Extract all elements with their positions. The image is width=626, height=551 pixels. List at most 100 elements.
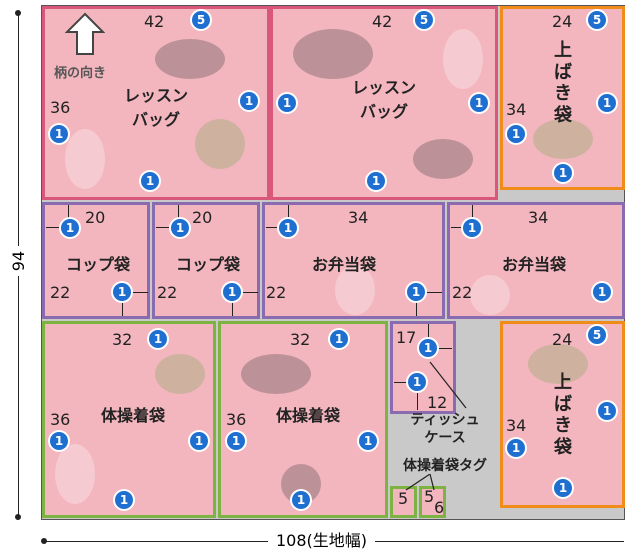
gym-tag-piece-1 bbox=[390, 486, 417, 518]
dim-34-b: 34 bbox=[348, 208, 369, 227]
allowance-badge: 5 bbox=[588, 326, 606, 344]
allowance-badge: 1 bbox=[149, 330, 167, 348]
tissue-tick-h2 bbox=[394, 382, 418, 383]
dim-24-a: 24 bbox=[552, 12, 573, 31]
allowance-badge: 1 bbox=[598, 94, 616, 112]
gym-bag-piece-1 bbox=[42, 321, 216, 518]
lunch1-tick-v bbox=[288, 205, 289, 227]
dim-34-d: 34 bbox=[506, 416, 527, 435]
dim-36-a: 36 bbox=[50, 98, 71, 117]
dim-22-a: 22 bbox=[50, 283, 71, 302]
cup2-tick-v2 bbox=[232, 292, 233, 316]
height-dimension-label: 94 bbox=[4, 246, 34, 276]
width-dimension-left-dot bbox=[41, 538, 47, 544]
allowance-badge: 1 bbox=[593, 283, 611, 301]
uwabaki-bag-piece-1 bbox=[500, 6, 625, 190]
allowance-badge: 1 bbox=[470, 94, 488, 112]
dim-20-b: 20 bbox=[192, 208, 213, 227]
allowance-badge: 1 bbox=[408, 373, 426, 391]
height-dimension-top-dot bbox=[15, 10, 21, 16]
dim-42-b: 42 bbox=[372, 12, 393, 31]
dim-34-c: 34 bbox=[528, 208, 549, 227]
lesson-bag-label-1: レッスン バッグ bbox=[123, 86, 189, 129]
cup2-tick-h bbox=[156, 227, 178, 228]
allowance-badge: 1 bbox=[292, 491, 310, 509]
dim-22-c: 22 bbox=[266, 283, 287, 302]
gym-bag-label-1: 体操着袋 bbox=[100, 406, 166, 425]
lunch2-tick-v bbox=[472, 205, 473, 227]
pattern-direction-label: 柄の向き bbox=[54, 66, 107, 81]
lesson-bag-piece-2 bbox=[270, 6, 498, 200]
gym-bag-piece-2 bbox=[218, 321, 388, 518]
dim-6-tag: 6 bbox=[434, 498, 445, 517]
uwabaki-bag-label-1: 上 ば き 袋 bbox=[554, 40, 572, 126]
tissue-tick-h bbox=[428, 348, 452, 349]
cup2-tick-v bbox=[178, 205, 179, 227]
lunch-bag-label-2: お弁当袋 bbox=[501, 255, 567, 274]
allowance-badge: 1 bbox=[554, 479, 572, 497]
cup1-tick-h bbox=[46, 227, 68, 228]
cup-bag-label-1: コップ袋 bbox=[65, 255, 131, 274]
dim-36-c: 36 bbox=[226, 410, 247, 429]
cup2-tick-h2 bbox=[232, 292, 258, 293]
allowance-badge: 1 bbox=[50, 125, 68, 143]
dim-32-b: 32 bbox=[290, 330, 311, 349]
lesson-bag-label-2: レッスン バッグ bbox=[351, 78, 417, 121]
dim-17: 17 bbox=[396, 328, 417, 347]
height-dimension-bottom-dot bbox=[15, 514, 21, 520]
width-dimension-label: 108(生地幅) bbox=[268, 531, 376, 551]
allowance-badge: 1 bbox=[279, 219, 297, 237]
allowance-badge: 1 bbox=[507, 439, 525, 457]
dim-5-tag-b: 5 bbox=[424, 487, 435, 506]
allowance-badge: 1 bbox=[463, 219, 481, 237]
lunch-bag-piece-2 bbox=[447, 202, 625, 319]
tissue-leader-line bbox=[429, 361, 467, 409]
lunch1-tick-v2 bbox=[416, 292, 417, 316]
tissue-case-label: ティッシュ ケース bbox=[410, 412, 480, 446]
allowance-badge: 5 bbox=[192, 11, 210, 29]
allowance-badge: 1 bbox=[330, 330, 348, 348]
allowance-badge: 1 bbox=[61, 219, 79, 237]
gym-bag-label-2: 体操着袋 bbox=[275, 406, 341, 425]
allowance-badge: 1 bbox=[113, 283, 131, 301]
allowance-badge: 1 bbox=[223, 283, 241, 301]
uwabaki-bag-label-2: 上 ば き 袋 bbox=[554, 372, 572, 458]
dim-12: 12 bbox=[427, 393, 448, 412]
allowance-badge: 1 bbox=[554, 164, 572, 182]
lunch1-tick-h bbox=[266, 227, 288, 228]
dim-32-a: 32 bbox=[112, 330, 133, 349]
gym-tag-label: 体操着袋タグ bbox=[403, 458, 487, 474]
allowance-badge: 1 bbox=[359, 432, 377, 450]
cup1-tick-v bbox=[68, 205, 69, 227]
allowance-badge: 1 bbox=[227, 432, 245, 450]
dim-42-a: 42 bbox=[144, 12, 165, 31]
dim-36-b: 36 bbox=[50, 410, 71, 429]
tissue-case-piece bbox=[390, 321, 456, 414]
allowance-badge: 1 bbox=[115, 491, 133, 509]
cup-bag-piece-2 bbox=[152, 202, 260, 319]
cup1-tick-v2 bbox=[122, 292, 123, 316]
cup-bag-piece-1 bbox=[42, 202, 150, 319]
dim-5-tag: 5 bbox=[398, 489, 409, 508]
allowance-badge: 1 bbox=[240, 92, 258, 110]
allowance-badge: 1 bbox=[407, 283, 425, 301]
cup-bag-label-2: コップ袋 bbox=[175, 255, 241, 274]
allowance-badge: 1 bbox=[598, 402, 616, 420]
pattern-direction-arrow-icon bbox=[65, 12, 105, 55]
allowance-badge: 1 bbox=[419, 339, 437, 357]
allowance-badge: 1 bbox=[507, 125, 525, 143]
tag-leader-line bbox=[405, 474, 435, 491]
allowance-badge: 1 bbox=[171, 219, 189, 237]
allowance-badge: 1 bbox=[190, 432, 208, 450]
lunch-bag-label-1: お弁当袋 bbox=[311, 255, 377, 274]
dim-34-a: 34 bbox=[506, 100, 527, 119]
allowance-badge: 1 bbox=[367, 172, 385, 190]
dim-24-b: 24 bbox=[552, 330, 573, 349]
allowance-badge: 1 bbox=[278, 94, 296, 112]
dim-22-d: 22 bbox=[452, 283, 473, 302]
tissue-tick-v2 bbox=[417, 382, 418, 410]
allowance-badge: 5 bbox=[588, 11, 606, 29]
allowance-badge: 1 bbox=[50, 432, 68, 450]
dim-22-b: 22 bbox=[157, 283, 178, 302]
cup1-tick-h2 bbox=[122, 292, 148, 293]
